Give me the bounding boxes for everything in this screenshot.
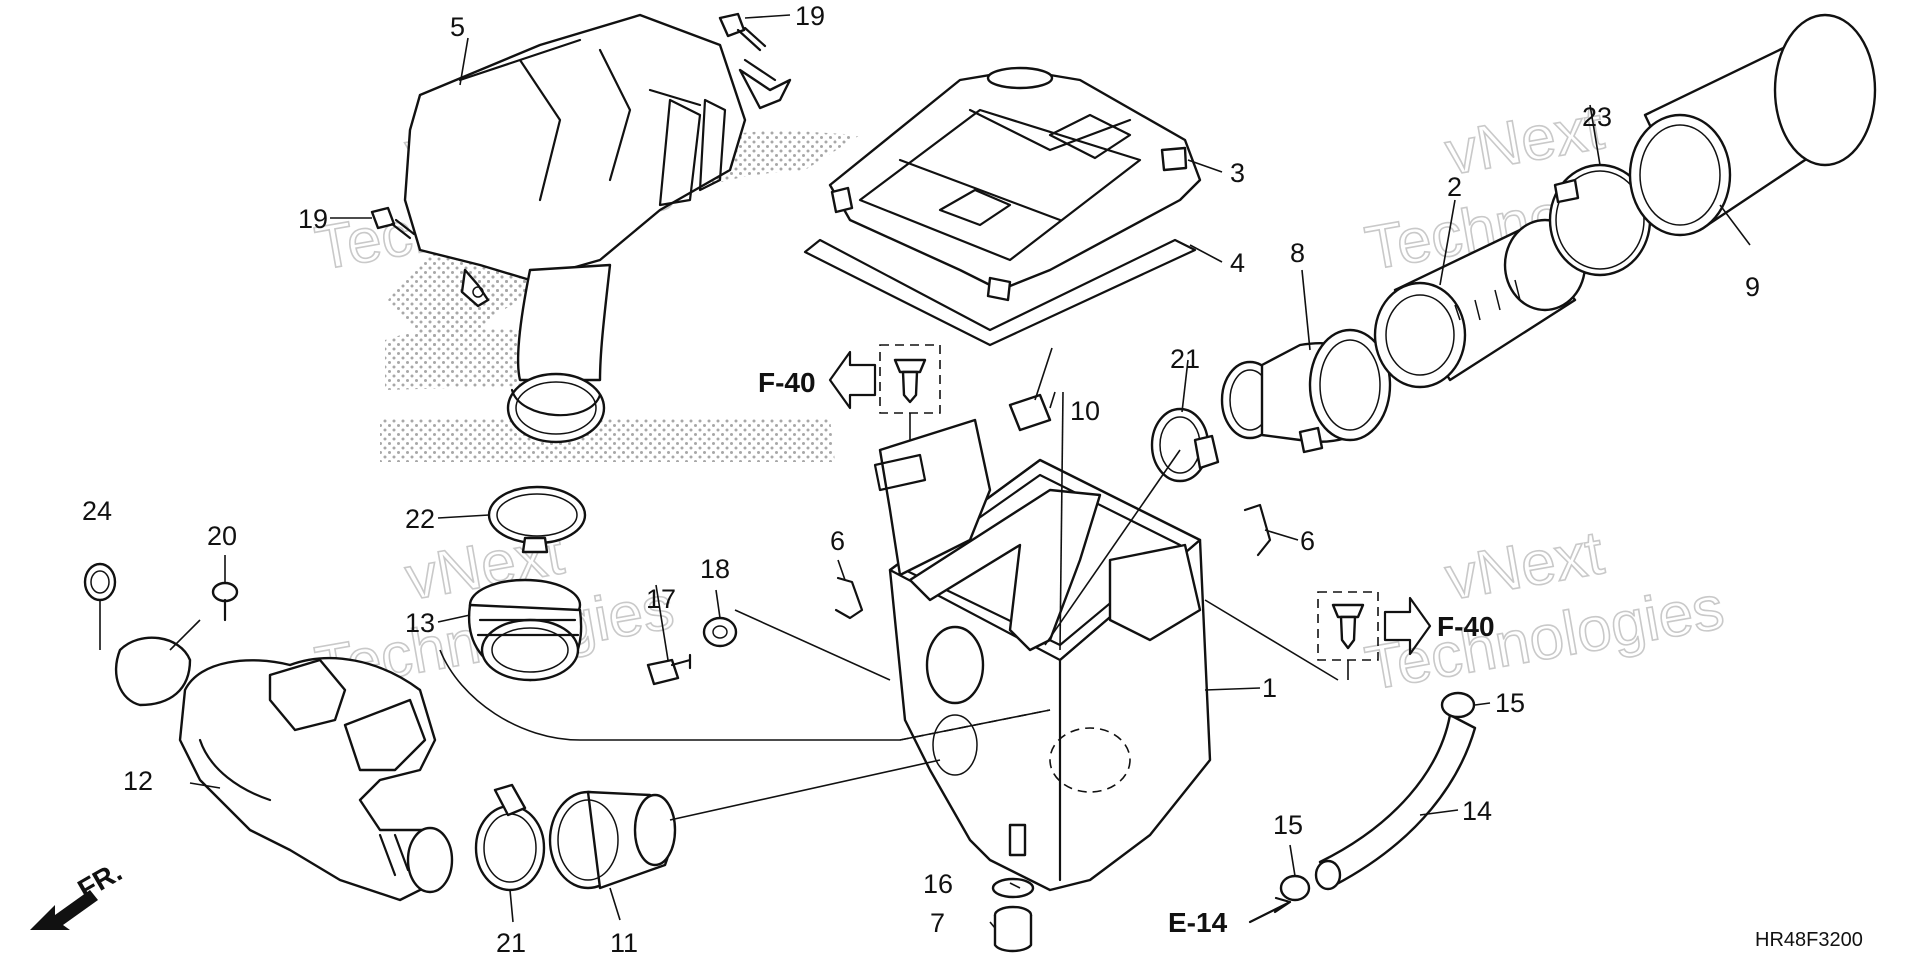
ref-e14: E-14 (1168, 907, 1228, 938)
part-17-sensor[interactable] (646, 653, 692, 686)
part-11-intake-tube[interactable] (548, 790, 677, 890)
callout-2: 2 (1447, 172, 1462, 202)
part-20-screw[interactable] (211, 581, 239, 622)
part-19-bolt-top[interactable] (718, 12, 792, 110)
callout-3: 3 (1230, 158, 1245, 188)
callout-22: 22 (405, 504, 435, 534)
callout-4: 4 (1230, 248, 1245, 278)
front-direction-arrow[interactable]: FR. (30, 856, 127, 930)
leader-lines (99, 14, 1751, 929)
callout-13: 13 (405, 608, 435, 638)
f40-clip-left[interactable] (879, 344, 941, 445)
part-15-clip-upper[interactable] (1440, 691, 1476, 719)
part-5-intake-cover[interactable] (403, 13, 747, 444)
part-8-connecting-tube[interactable] (1220, 328, 1392, 454)
callout-21-upper: 21 (1170, 344, 1200, 374)
part-3-cleaner-cover[interactable] (828, 66, 1202, 302)
callout-6-right: 6 (1300, 526, 1315, 556)
callout-24: 24 (82, 496, 112, 526)
part-4-gasket[interactable] (803, 238, 1197, 347)
callout-15-upper: 15 (1495, 688, 1525, 718)
callout-17: 17 (646, 584, 676, 614)
f40-clip-right[interactable] (1317, 591, 1379, 680)
callout-7: 7 (930, 908, 945, 938)
callout-12: 12 (123, 766, 153, 796)
callout-20: 20 (207, 521, 237, 551)
callout-21-lower: 21 (496, 928, 526, 958)
callout-8: 8 (1290, 238, 1305, 268)
callout-15-lower: 15 (1273, 810, 1303, 840)
part-1-cleaner-case[interactable] (873, 418, 1212, 892)
callout-9: 9 (1745, 272, 1760, 302)
part-21-clamp-lower[interactable] (474, 783, 546, 892)
callout-10: 10 (1070, 396, 1100, 426)
callout-16: 16 (923, 869, 953, 899)
callout-18: 18 (700, 554, 730, 584)
callout-5: 5 (450, 12, 465, 42)
callout-19-top: 19 (795, 1, 825, 31)
part-7-drain-plug[interactable] (993, 905, 1033, 953)
callout-11: 11 (610, 928, 638, 958)
part-6-clip-right[interactable] (1243, 503, 1272, 557)
callout-numbers: 5 19 19 3 4 10 21 8 2 23 9 6 6 1 15 14 1… (82, 1, 1760, 958)
f40-arrow-left[interactable]: F-40 (758, 350, 877, 410)
callout-23: 23 (1582, 102, 1612, 132)
part-21-clamp-upper[interactable] (1150, 407, 1220, 483)
callout-6-left: 6 (830, 526, 845, 556)
part-9-prefilter[interactable] (1628, 13, 1877, 237)
part-23-band[interactable] (1548, 163, 1652, 277)
part-15-clip-lower[interactable] (1279, 874, 1311, 902)
diagram-code: HR48F3200 (1755, 929, 1863, 951)
watermark-4: vNext Technologies (1360, 518, 1730, 705)
callout-14: 14 (1462, 796, 1492, 826)
f40-arrow-right[interactable]: F-40 (1383, 596, 1495, 656)
ref-f40-left: F-40 (758, 367, 816, 398)
callout-1: 1 (1262, 673, 1277, 703)
part-19-bolt-side[interactable] (370, 206, 416, 240)
part-16-oring[interactable] (991, 877, 1035, 899)
part-12-intake-duct[interactable] (114, 636, 454, 902)
part-10-seal[interactable] (1008, 393, 1052, 432)
callout-19-side: 19 (298, 204, 328, 234)
part-18-grommet[interactable] (702, 616, 738, 648)
part-24-band[interactable] (83, 562, 117, 602)
ref-f40-right: F-40 (1437, 611, 1495, 642)
e14-arrow[interactable]: E-14 (1168, 896, 1292, 938)
part-6-clip-left[interactable] (834, 576, 864, 620)
part-14-drain-tube[interactable] (1314, 713, 1477, 891)
part-13-intake-joint[interactable] (467, 578, 583, 682)
